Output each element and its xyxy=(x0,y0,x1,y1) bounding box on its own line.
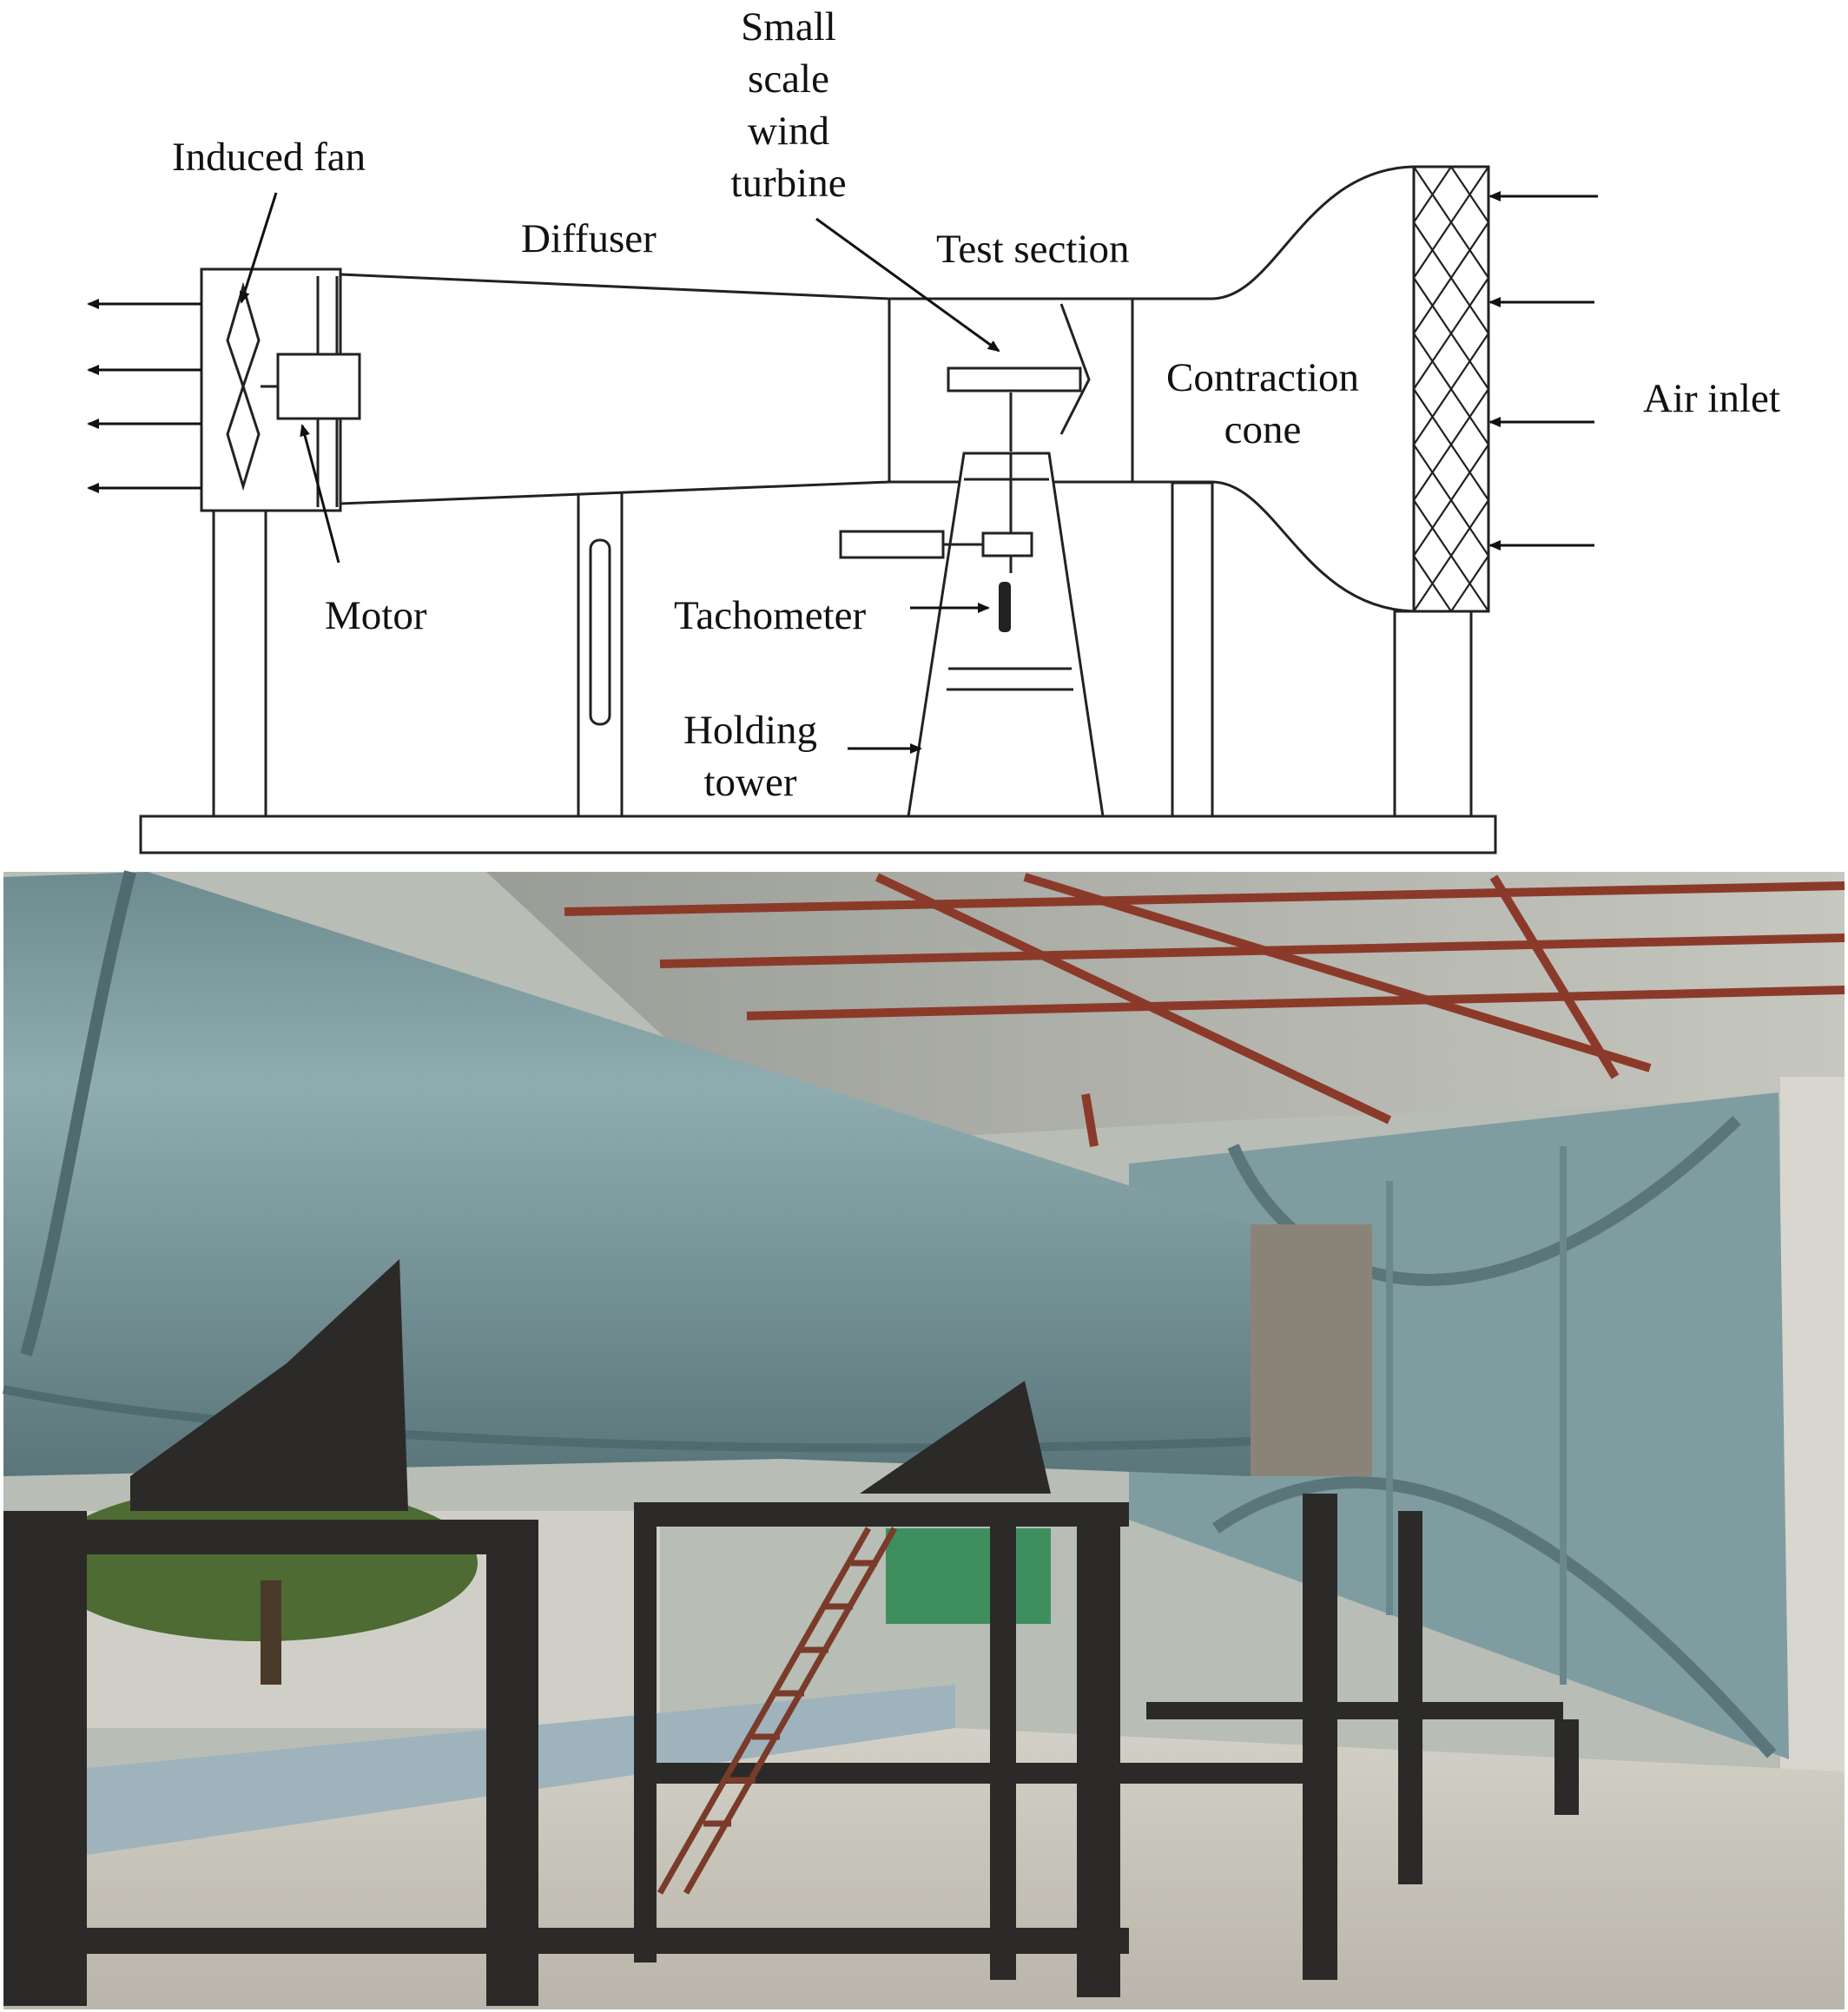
label-turbine-line-2: scale xyxy=(748,56,829,102)
tachometer-device xyxy=(999,582,1011,632)
roof-rafters xyxy=(564,873,1845,1147)
label-tachometer: Tachometer xyxy=(674,593,866,638)
label-turbine-line-4: turbine xyxy=(730,161,846,206)
ladder xyxy=(657,1527,898,1895)
label-contraction-line-1: Contraction xyxy=(1166,355,1359,400)
leg-slot xyxy=(589,538,611,726)
base-plate xyxy=(139,815,1497,854)
label-holding-tower-line-1: Holding xyxy=(683,708,817,753)
schematic-diagram: Induced fan Diffuser Small scale wind tu… xyxy=(87,4,1780,854)
label-test-section: Test section xyxy=(936,227,1130,272)
label-turbine-line-3: wind xyxy=(748,109,829,154)
motor-block xyxy=(276,276,361,507)
fan-icon xyxy=(226,281,278,491)
building-backdrop xyxy=(1780,1077,1845,1789)
label-turbine-line-1: Small xyxy=(741,4,836,49)
green-fence xyxy=(886,1528,1051,1624)
label-holding-tower-line-2: tower xyxy=(703,760,796,805)
label-induced-fan: Induced fan xyxy=(172,135,366,180)
label-air-inlet: Air inlet xyxy=(1643,376,1780,421)
label-contraction-line-2: cone xyxy=(1224,407,1302,452)
leader-arrows xyxy=(239,192,1000,754)
honeycomb-mesh xyxy=(1414,167,1488,611)
diagram-labels: Induced fan Diffuser Small scale wind tu… xyxy=(172,4,1780,805)
inlet-arrows xyxy=(1488,191,1598,551)
holding-tower xyxy=(839,452,1105,818)
label-diffuser: Diffuser xyxy=(521,216,657,261)
test-section-photo xyxy=(1251,1224,1372,1476)
diffuser-duct-photo xyxy=(3,872,1251,1476)
wind-tunnel-photo xyxy=(3,870,1845,2009)
support-brackets xyxy=(130,1259,1051,1511)
tunnel-body xyxy=(200,165,1490,613)
turbine-model xyxy=(947,303,1091,452)
label-motor: Motor xyxy=(325,593,427,638)
exhaust-arrows xyxy=(87,299,201,493)
